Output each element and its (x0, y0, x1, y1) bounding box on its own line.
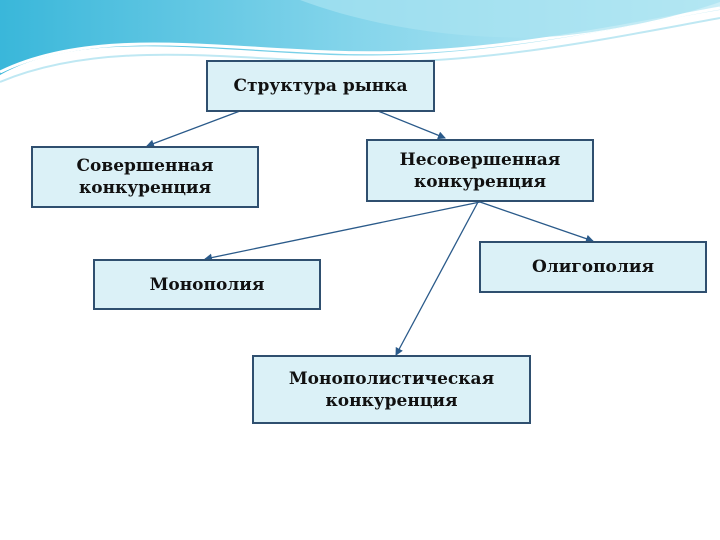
node-market-structure: Структура рынка (206, 60, 435, 112)
arrow-imperfect-to-oligopoly (479, 201, 594, 243)
node-oligopoly: Олигополия (479, 241, 707, 293)
arrow-root-to-perfect (146, 110, 241, 148)
decorative-wave-header (0, 0, 720, 83)
arrow-imperfect-to-monopoly (204, 201, 481, 262)
node-monopolistic-competition: Монополистическая конкуренция (252, 355, 531, 424)
node-label-line: конкуренция (78, 178, 212, 198)
node-label-line: конкуренция (325, 390, 458, 411)
node-label: Структура рынка (233, 76, 408, 96)
node-perfect-competition: Совершенная конкуренция (31, 146, 259, 208)
node-label: Монополия (149, 274, 265, 295)
node-label-line: Монополистическая (288, 368, 495, 389)
arrow-root-to-imperfect (377, 110, 446, 140)
node-monopoly: Монополия (93, 259, 321, 310)
node-imperfect-competition: Несовершенная конкуренция (366, 139, 594, 202)
node-label: Олигополия (531, 257, 655, 277)
arrow-imperfect-to-monopolistic (395, 201, 479, 356)
node-label-line: Несовершенная (399, 149, 561, 170)
node-label-line: конкуренция (413, 171, 547, 192)
node-label-line: Совершенная (76, 156, 214, 176)
